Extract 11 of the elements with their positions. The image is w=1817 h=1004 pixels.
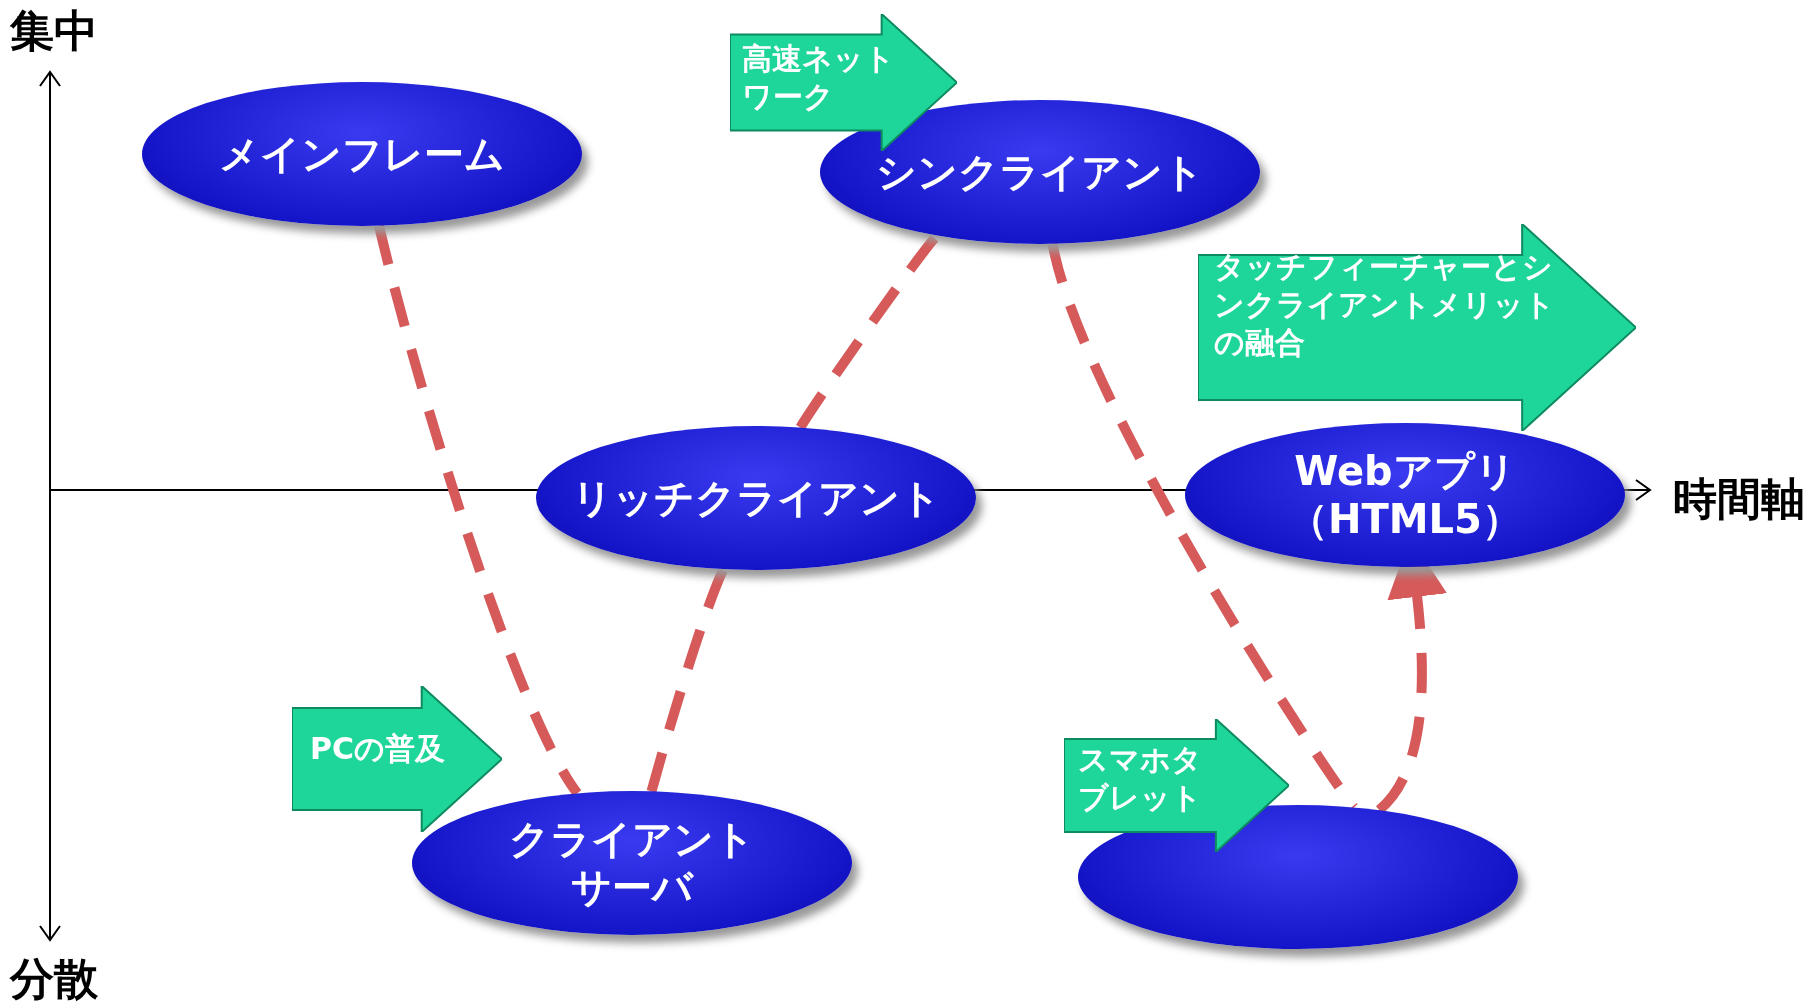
axis-label: 時間軸 [1673,472,1805,526]
stage-ellipse: リッチクライアント [536,426,976,570]
stage-ellipse: クライアントサーバ [412,791,852,935]
axis-label: 分散 [10,952,98,1004]
arrow-banner: タッチフィーチャーとシンクライアントメリットの融合 [1198,224,1636,431]
arrow-banner: スマホタブレット [1064,719,1289,852]
stage-ellipse: Webアプリ（HTML5） [1185,423,1625,567]
arrow-banner: PCの普及 [292,686,502,832]
arrow-banner: 高速ネットワーク [730,14,957,151]
stage-ellipse: メインフレーム [142,82,582,226]
axis-label: 集中 [10,4,98,58]
